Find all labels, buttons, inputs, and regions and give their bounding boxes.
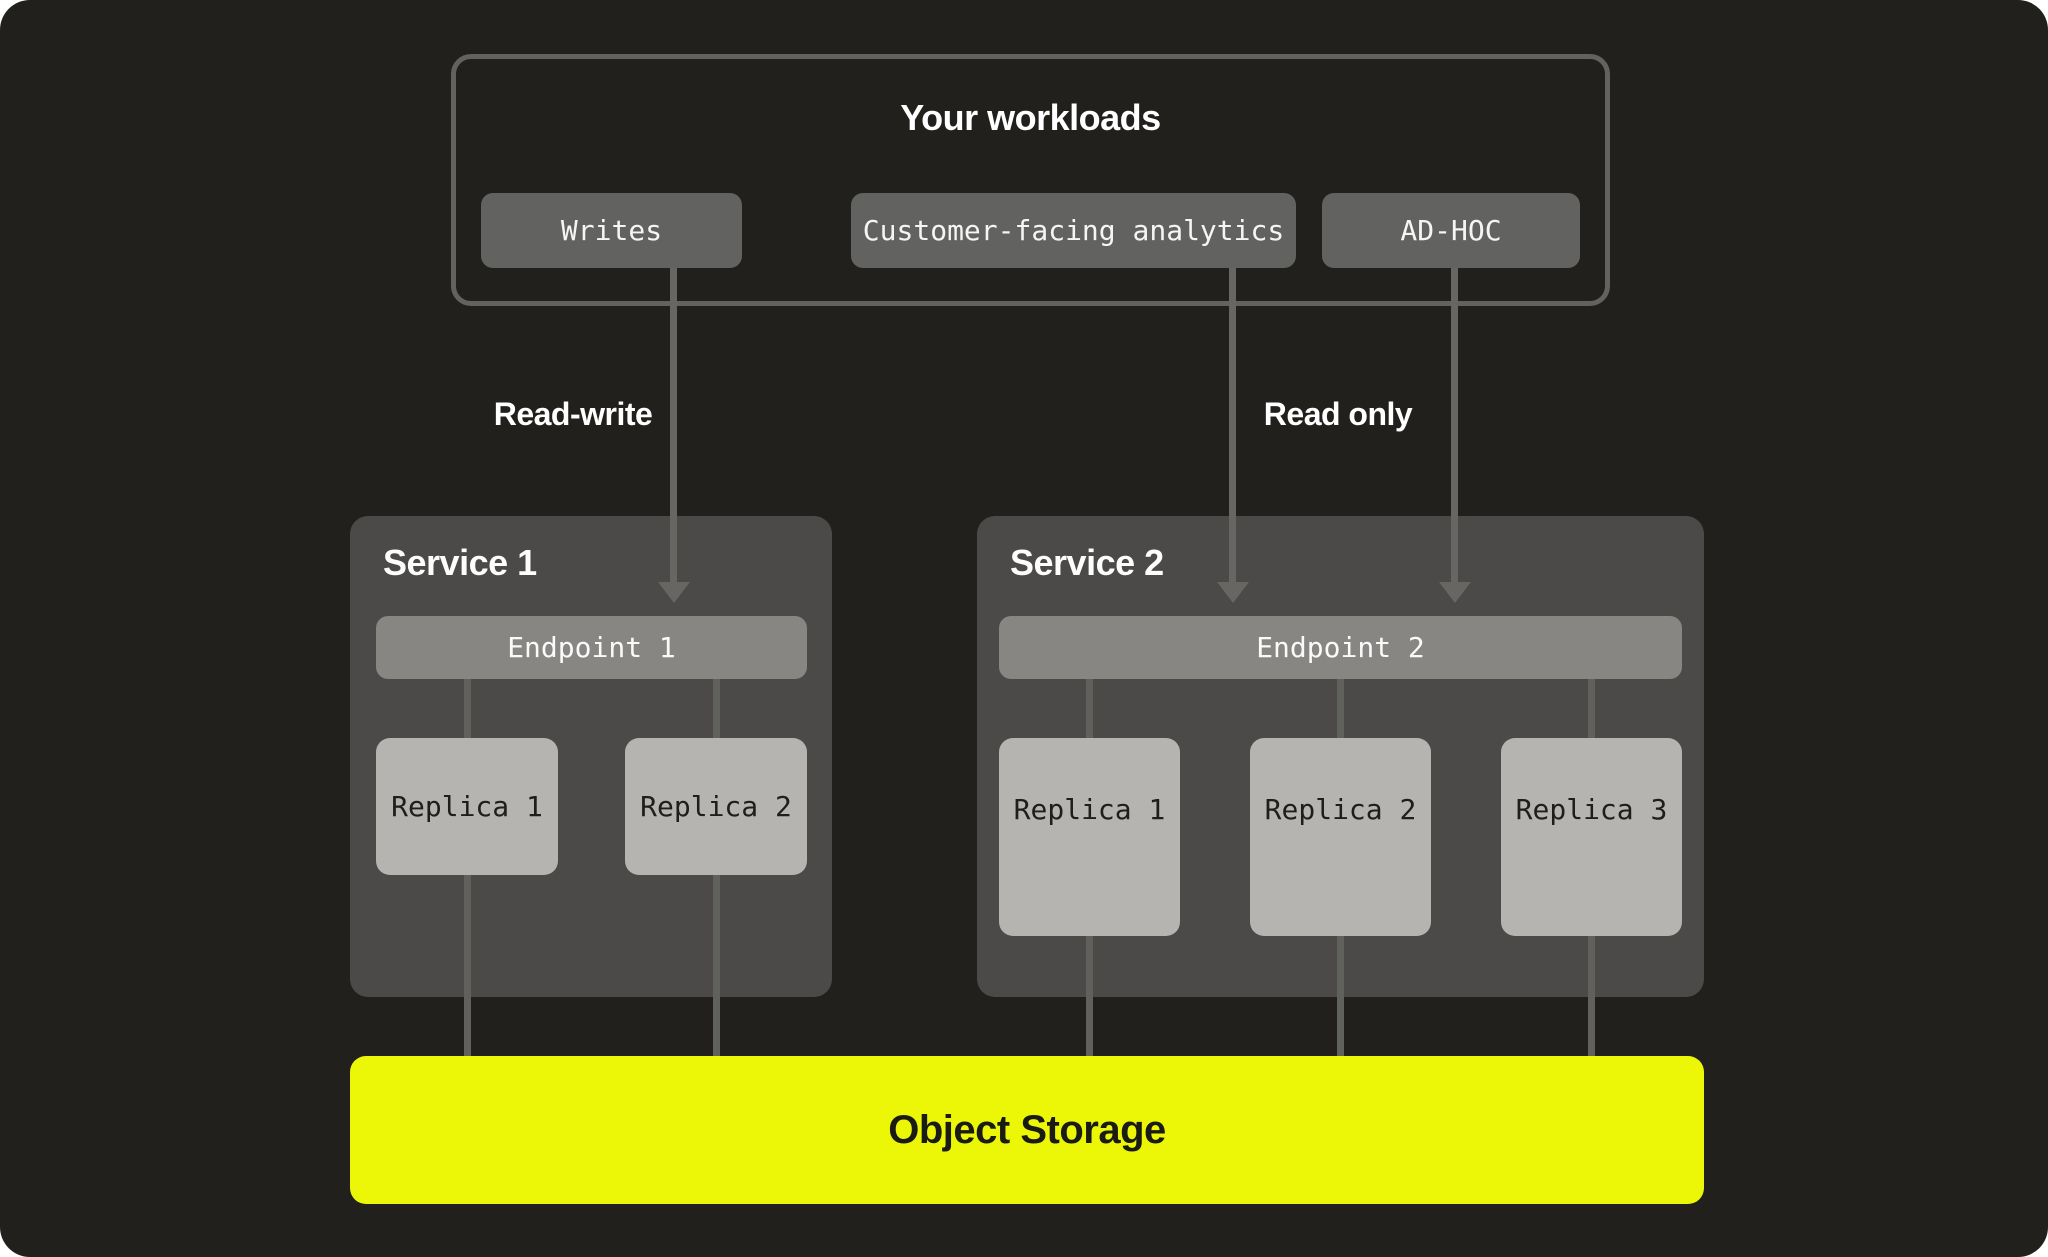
service-1-endpoint: Endpoint 1 — [376, 616, 807, 679]
arrow-down-icon — [658, 582, 690, 603]
service-2-replica-2: Replica 2 — [1250, 738, 1431, 936]
object-storage-bar: Object Storage — [350, 1056, 1704, 1204]
arrow-line-analytics-to-endpoint2 — [1229, 268, 1236, 584]
service-1-replica-2: Replica 2 — [625, 738, 807, 875]
arrow-line-adhoc-to-endpoint2 — [1451, 268, 1458, 584]
arrow-down-icon — [1217, 582, 1249, 603]
service-1-box: Service 1 Endpoint 1 Replica 1 Replica 2 — [350, 516, 832, 997]
workloads-group-box — [451, 54, 1610, 306]
service-2-endpoint: Endpoint 2 — [999, 616, 1682, 679]
service-2-replica-1: Replica 1 — [999, 738, 1180, 936]
read-write-label: Read-write — [493, 396, 653, 432]
arrow-line-writes-to-endpoint1 — [670, 268, 677, 584]
service-2-title: Service 2 — [1010, 542, 1164, 583]
workload-chip-customer-facing-analytics: Customer-facing analytics — [851, 193, 1296, 268]
service-2-box: Service 2 Endpoint 2 Replica 1 Replica 2… — [977, 516, 1704, 997]
service-1-replica-1: Replica 1 — [376, 738, 558, 875]
service-2-replica-3: Replica 3 — [1501, 738, 1682, 936]
arrow-down-icon — [1439, 582, 1471, 603]
service-1-title: Service 1 — [383, 542, 537, 583]
workloads-title: Your workloads — [900, 97, 1161, 138]
read-only-label: Read only — [1263, 396, 1413, 432]
workload-chip-writes: Writes — [481, 193, 742, 268]
workload-chip-ad-hoc: AD-HOC — [1322, 193, 1580, 268]
